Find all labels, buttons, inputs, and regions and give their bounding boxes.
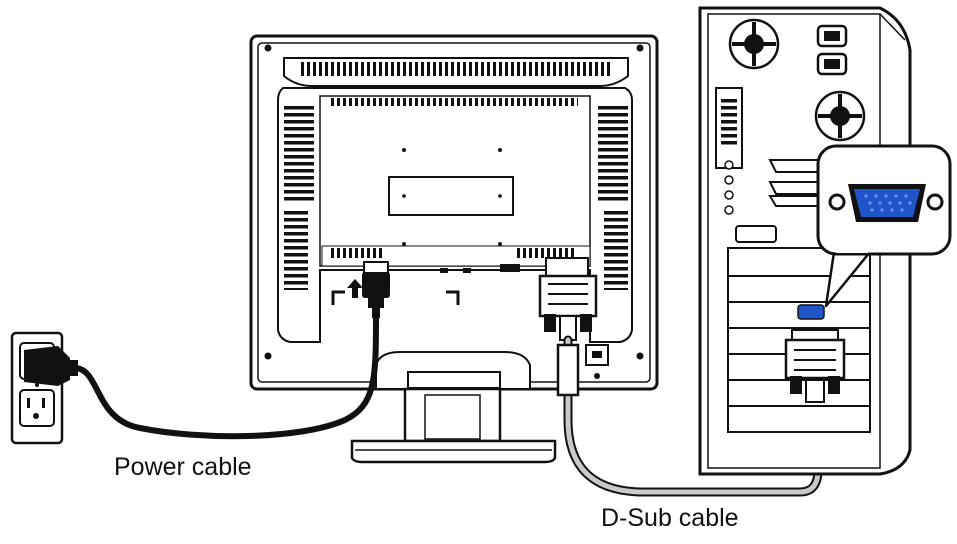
wall-outlet xyxy=(12,333,78,443)
dsub-cable-label: D-Sub cable xyxy=(601,504,739,533)
monitor-back xyxy=(251,36,657,462)
monitor-dsub-plug xyxy=(540,258,596,340)
power-cable-label: Power cable xyxy=(114,453,252,482)
